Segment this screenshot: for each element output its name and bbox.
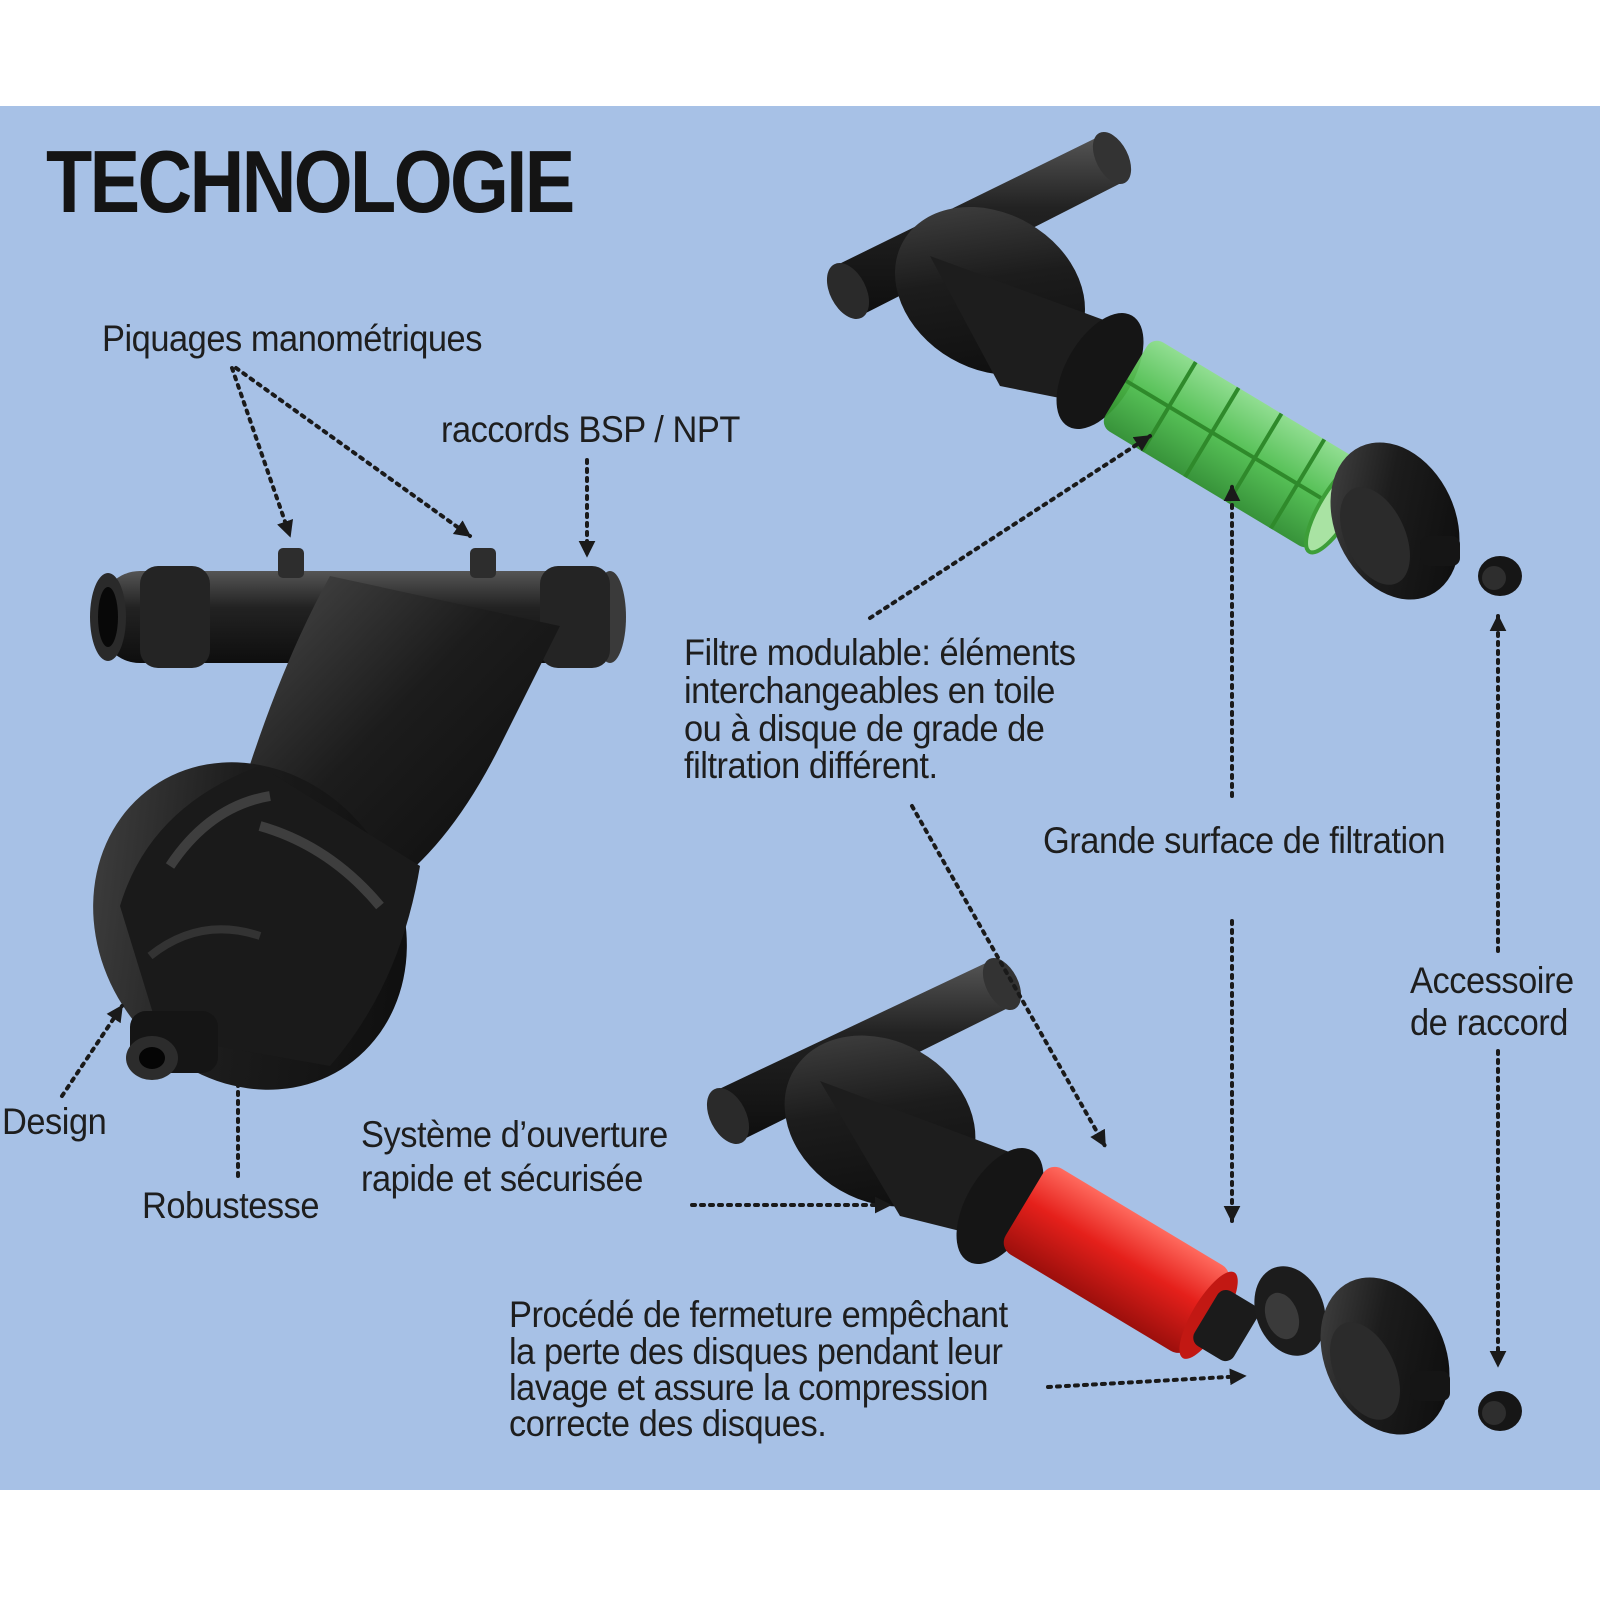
label-grande-surface: Grande surface de filtration xyxy=(1043,820,1446,861)
arrow-design xyxy=(60,1004,124,1098)
label-robustesse: Robustesse xyxy=(142,1185,320,1226)
leader-arrows xyxy=(60,366,1507,1389)
label-raccords: raccords BSP / NPT xyxy=(441,409,740,450)
label-design: Design xyxy=(2,1101,107,1142)
arrow-piquage-right xyxy=(234,366,472,538)
arrow-filtre-disc xyxy=(910,804,1107,1148)
arrow-filtre-screen xyxy=(868,434,1152,620)
main-filter-icon xyxy=(90,548,626,1090)
arrow-procede xyxy=(1046,1368,1247,1389)
label-piquages: Piquages manométriques xyxy=(102,318,482,359)
diagram-illustration xyxy=(0,106,1600,1490)
technology-panel: TECHNOLOGIE Piquages manométriques racco… xyxy=(0,106,1600,1490)
arrow-piquage-left xyxy=(230,366,294,538)
disc-filter-icon xyxy=(706,958,1522,1435)
page-title: TECHNOLOGIE xyxy=(46,132,575,231)
